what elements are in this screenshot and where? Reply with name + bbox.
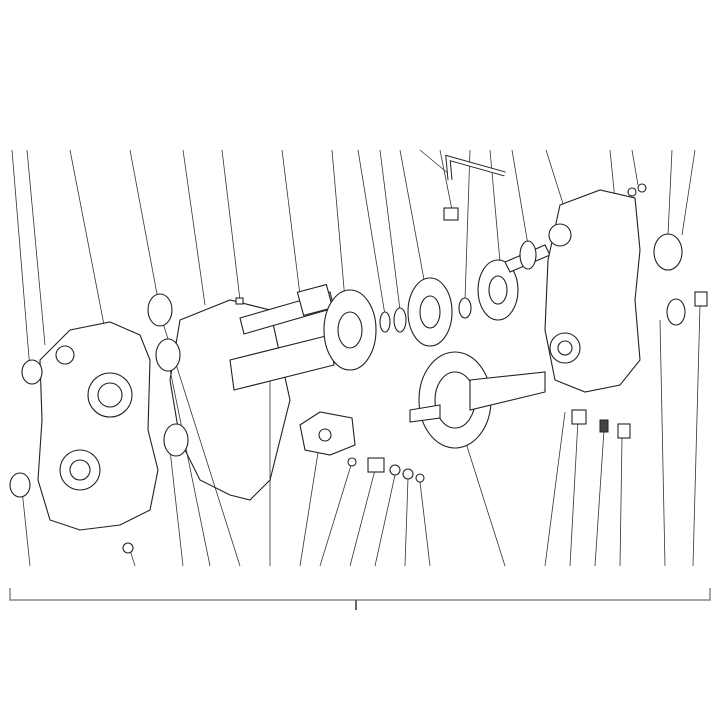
leader-line bbox=[439, 149, 453, 211]
leader-line bbox=[619, 437, 623, 567]
input-shaft bbox=[239, 283, 335, 335]
bottom-bracket bbox=[9, 588, 711, 610]
leader-line bbox=[129, 149, 161, 311]
leader-line bbox=[11, 149, 31, 371]
leader-line bbox=[419, 149, 451, 176]
shift-bracket bbox=[299, 411, 356, 456]
bearings bbox=[147, 293, 189, 457]
splined-shaft bbox=[229, 334, 335, 391]
leader-line bbox=[667, 149, 673, 236]
leader-line bbox=[569, 419, 579, 567]
left-gearbox-housing bbox=[37, 321, 159, 531]
leader-line bbox=[544, 411, 566, 567]
output-shaft bbox=[504, 240, 551, 273]
gear-medium bbox=[458, 259, 519, 321]
leader-line bbox=[167, 359, 211, 567]
leader-line bbox=[281, 149, 301, 296]
leader-line bbox=[464, 149, 471, 301]
leader-line bbox=[299, 439, 321, 567]
leader-line bbox=[419, 481, 431, 567]
leader-line bbox=[331, 149, 346, 301]
leader-line bbox=[659, 319, 666, 567]
leader-line bbox=[26, 149, 46, 346]
gear-large bbox=[323, 289, 377, 371]
leader-line bbox=[464, 439, 506, 567]
leader-line bbox=[349, 469, 376, 567]
leader-line bbox=[489, 149, 501, 263]
leader-line bbox=[692, 304, 701, 567]
leader-lines-top bbox=[11, 149, 696, 371]
seal-left bbox=[9, 359, 43, 498]
leader-line bbox=[69, 149, 106, 331]
leader-line bbox=[609, 149, 616, 201]
rings bbox=[379, 307, 407, 333]
leader-line bbox=[319, 461, 353, 567]
leader-line bbox=[594, 429, 605, 567]
small-hardware bbox=[122, 183, 647, 554]
cover-plate bbox=[653, 233, 708, 326]
differential-assembly bbox=[409, 351, 546, 449]
leader-line bbox=[221, 149, 241, 301]
leader-line bbox=[374, 474, 396, 567]
leader-line bbox=[182, 149, 206, 306]
leader-line bbox=[169, 449, 184, 567]
right-gearbox-housing bbox=[544, 189, 641, 393]
breather-tube bbox=[443, 154, 506, 221]
clutch-hub bbox=[407, 277, 453, 347]
leader-line bbox=[399, 149, 426, 286]
leader-line bbox=[545, 149, 566, 211]
leader-line bbox=[681, 149, 696, 236]
leader-line bbox=[357, 149, 386, 316]
leader-line bbox=[21, 489, 31, 567]
leader-line bbox=[379, 149, 401, 311]
leader-line bbox=[404, 477, 409, 567]
leader-line bbox=[511, 149, 529, 246]
gasket bbox=[169, 299, 291, 501]
leader-line bbox=[631, 149, 639, 186]
